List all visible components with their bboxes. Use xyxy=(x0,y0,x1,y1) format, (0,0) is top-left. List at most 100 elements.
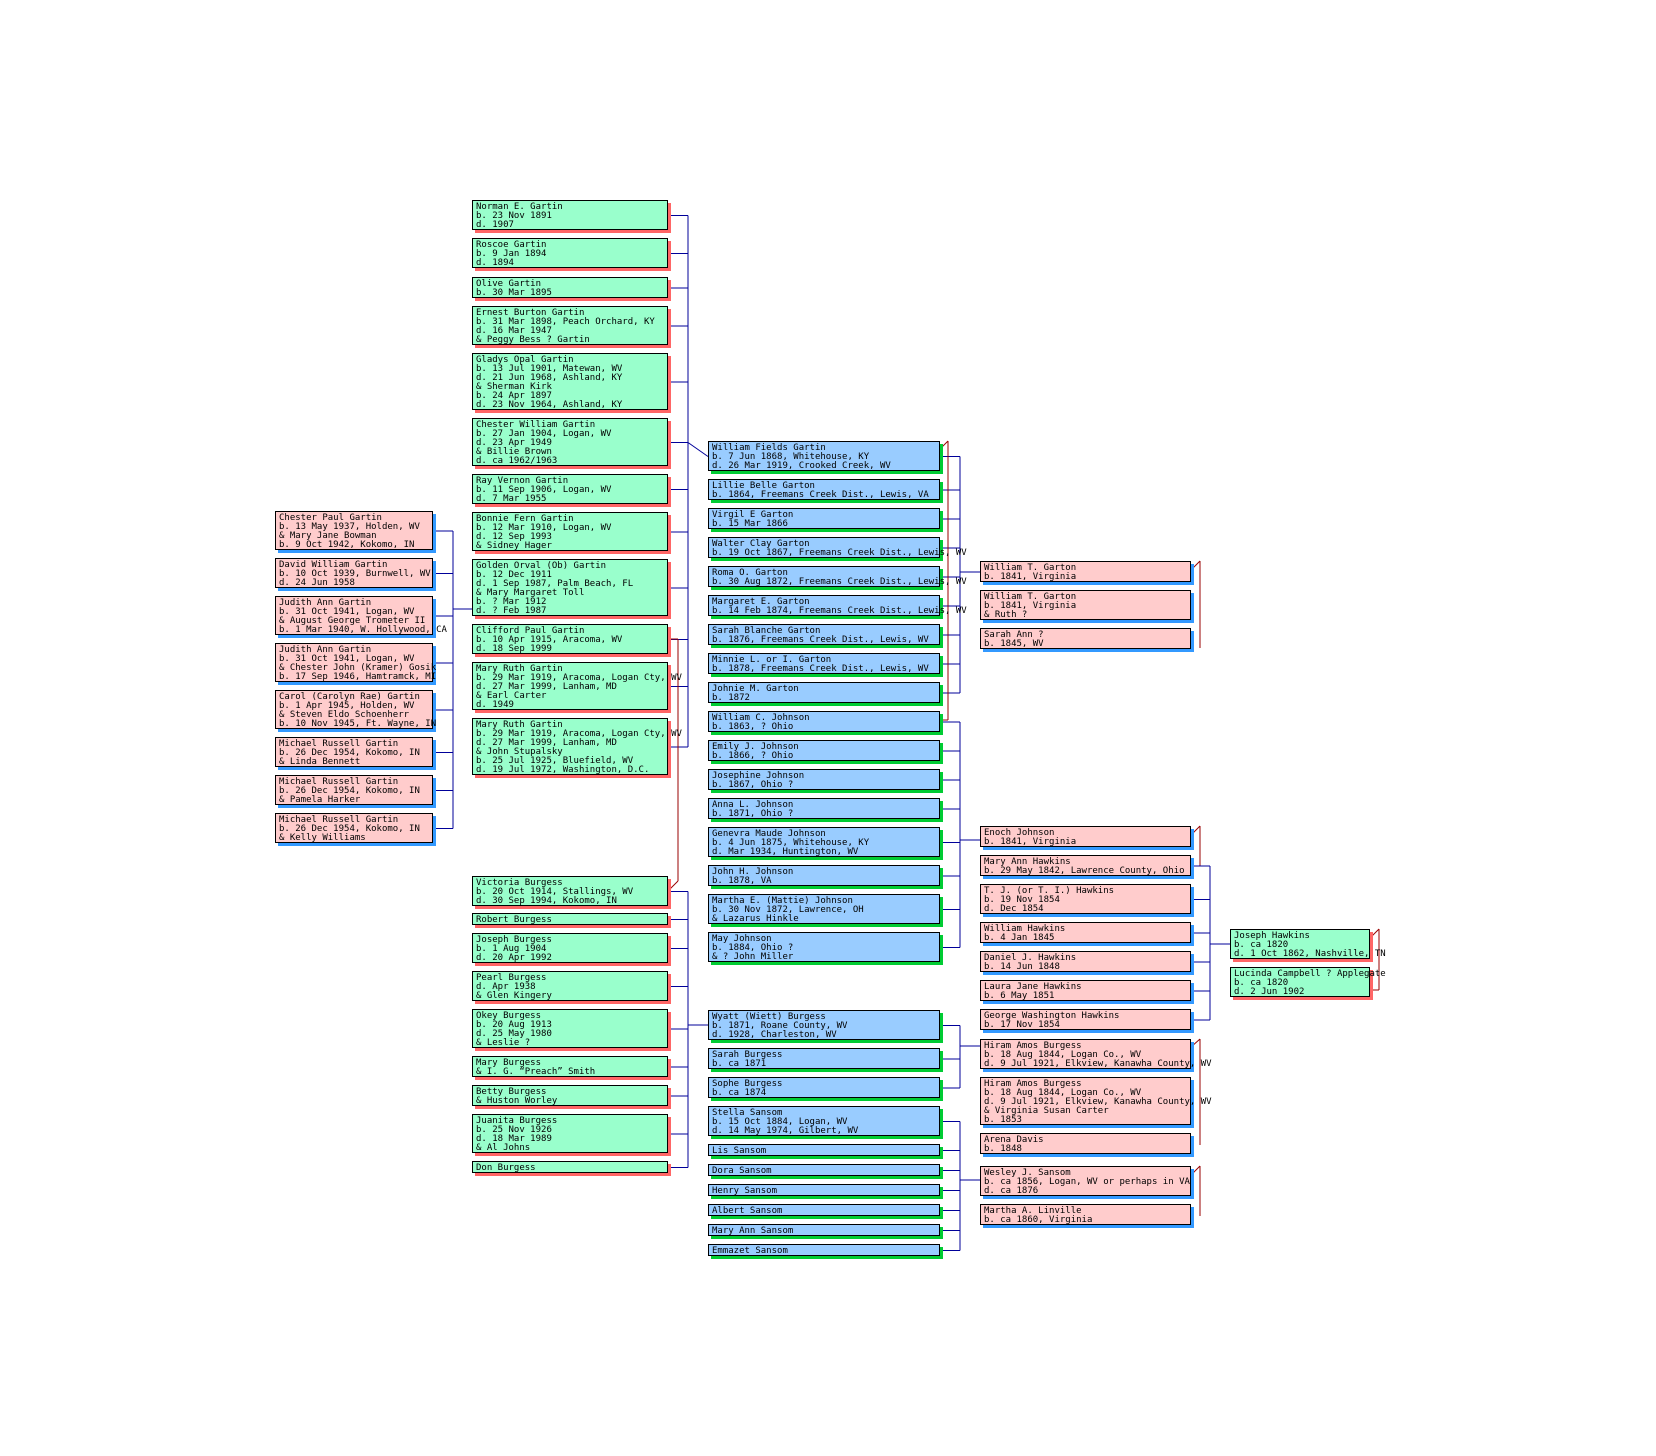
person-detail: d. 1949 xyxy=(476,700,514,710)
person-detail: b. 26 Dec 1954, Kokomo, IN xyxy=(279,824,420,834)
person-detail: & Mary Margaret Toll xyxy=(476,588,585,598)
person-box-betty-burgess: Betty Burgess& Huston Worley xyxy=(472,1085,668,1106)
person-detail: b. ca 1820 xyxy=(1234,978,1289,988)
person-detail: b. 19 Oct 1867, Freemans Creek Dist., Le… xyxy=(712,548,967,558)
person-detail: d. 30 Sep 1994, Kokomo, IN xyxy=(476,896,617,906)
person-name: Minnie L. or I. Garton xyxy=(712,655,832,665)
person-detail: b. 14 Feb 1874, Freemans Creek Dist., Le… xyxy=(712,606,967,616)
person-box-dora-sansom: Dora Sansom xyxy=(708,1164,940,1176)
person-detail: d. 27 Mar 1999, Lanham, MD xyxy=(476,738,617,748)
person-detail: d. ? Feb 1987 xyxy=(476,606,547,616)
person-detail: d. Mar 1934, Huntington, WV xyxy=(712,847,859,857)
person-detail: d. 1928, Charleston, WV xyxy=(712,1030,837,1040)
person-detail: d. 9 Jul 1921, Elkview, Kanawha County, … xyxy=(984,1059,1212,1069)
person-detail: b. 13 May 1937, Holden, WV xyxy=(279,522,420,532)
person-detail: d. Apr 1938 xyxy=(476,982,536,992)
person-detail: b. 17 Sep 1946, Hamtramck, MI xyxy=(279,672,437,682)
person-detail: b. ca 1820 xyxy=(1234,940,1289,950)
person-detail: b. ca 1871 xyxy=(712,1059,767,1069)
person-box-lis-sansom: Lis Sansom xyxy=(708,1144,940,1156)
person-detail: & Earl Carter xyxy=(476,691,547,701)
connector-line xyxy=(667,880,679,892)
person-detail: b. 1866, ? Ohio xyxy=(712,751,794,761)
person-name: Norman E. Gartin xyxy=(476,202,563,212)
person-detail: b. 18 Aug 1844, Logan Co., WV xyxy=(984,1050,1142,1060)
person-name: Okey Burgess xyxy=(476,1011,542,1021)
person-detail: b. ca 1874 xyxy=(712,1088,767,1098)
person-name: William C. Johnson xyxy=(712,713,810,723)
connector-line xyxy=(1190,1165,1201,1176)
person-detail: d. 23 Apr 1949 xyxy=(476,438,552,448)
person-detail: b. 23 Nov 1891 xyxy=(476,211,552,221)
person-detail: d. 2 Jun 1902 xyxy=(1234,987,1305,997)
person-detail: b. 26 Dec 1954, Kokomo, IN xyxy=(279,786,420,796)
person-detail: b. 11 Sep 1906, Logan, WV xyxy=(476,485,612,495)
person-name: Ray Vernon Gartin xyxy=(476,476,569,486)
person-box-don-burgess: Don Burgess xyxy=(472,1161,668,1173)
person-detail: & ? John Miller xyxy=(712,952,794,962)
person-name: Clifford Paul Gartin xyxy=(476,626,585,636)
person-detail: & Ruth ? xyxy=(984,610,1028,620)
person-name: Don Burgess xyxy=(476,1163,536,1173)
person-name: Mary Burgess xyxy=(476,1058,542,1068)
person-name: Emmazet Sansom xyxy=(712,1246,788,1256)
person-detail: d. 9 Jul 1921, Elkview, Kanawha County, … xyxy=(984,1097,1212,1107)
person-detail: d. Dec 1854 xyxy=(984,904,1044,914)
person-detail: b. 31 Oct 1941, Logan, WV xyxy=(279,607,415,617)
person-detail: b. ca 1856, Logan, WV or perhaps in VA xyxy=(984,1177,1190,1187)
person-detail: b. 31 Mar 1898, Peach Orchard, KY xyxy=(476,317,655,327)
person-name: Sarah Blanche Garton xyxy=(712,626,821,636)
person-name: May Johnson xyxy=(712,934,772,944)
person-detail: b. 18 Aug 1844, Logan Co., WV xyxy=(984,1088,1142,1098)
person-detail: b. 29 Mar 1919, Aracoma, Logan Cty, WV xyxy=(476,729,682,739)
person-name: Roma O. Garton xyxy=(712,568,788,578)
person-detail: b. 1872 xyxy=(712,693,750,703)
person-box-emmazet-sansom: Emmazet Sansom xyxy=(708,1244,940,1256)
connector-line xyxy=(939,440,949,450)
person-detail: d. 20 Apr 1992 xyxy=(476,953,552,963)
connector-line xyxy=(1190,560,1201,571)
person-name: Enoch Johnson xyxy=(984,828,1055,838)
person-name: Carol (Carolyn Rae) Gartin xyxy=(279,692,420,702)
person-detail: b. 1863, ? Ohio xyxy=(712,722,794,732)
person-detail: b. 1 Aug 1904 xyxy=(476,944,547,954)
person-name: Genevra Maude Johnson xyxy=(712,829,826,839)
person-detail: & Pamela Harker xyxy=(279,795,361,805)
person-box-robert-burgess: Robert Burgess xyxy=(472,913,668,925)
person-detail: b. 1848 xyxy=(984,1144,1022,1154)
person-detail: & Chester John (Kramer) Gosik xyxy=(279,663,437,673)
person-name: Hiram Amos Burgess xyxy=(984,1079,1082,1089)
person-name: Martha E. (Mattie) Johnson xyxy=(712,896,853,906)
person-detail: b. 1841, Virginia xyxy=(984,601,1077,611)
person-name: Lillie Belle Garton xyxy=(712,481,815,491)
person-detail: b. 30 Aug 1872, Freemans Creek Dist., Le… xyxy=(712,577,967,587)
person-detail: b. 19 Nov 1854 xyxy=(984,895,1060,905)
person-detail: b. 1878, VA xyxy=(712,876,772,886)
person-detail: d. 25 May 1980 xyxy=(476,1029,552,1039)
person-detail: & Al Johns xyxy=(476,1143,531,1153)
